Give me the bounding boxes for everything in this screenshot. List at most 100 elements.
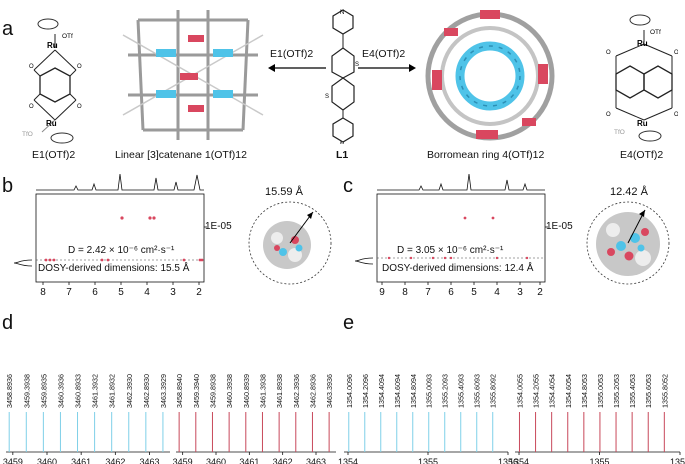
ru-atom-label: Ru	[637, 39, 648, 48]
peak-label: 1354.6094	[393, 374, 402, 408]
peak-label: 3459.3940	[192, 374, 201, 408]
peak-label: 3461.3932	[91, 374, 100, 408]
peak-label: 3460.3938	[225, 374, 234, 408]
peak-label: 3461.8932	[108, 374, 117, 408]
dosy-c-tick: 9	[379, 287, 385, 298]
axis-tick-label: 3460	[206, 457, 226, 464]
peak-label: 3461.8938	[275, 374, 284, 408]
dosy-b-tick: 8	[40, 287, 46, 298]
peak-label: 3460.8939	[242, 374, 251, 408]
dosy-c-diffusion: D = 3.05 × 10⁻⁶ cm²·s⁻¹	[397, 245, 504, 256]
peak-label: 3461.3938	[258, 374, 267, 408]
dosy-c-tick: 4	[494, 287, 500, 298]
axis-tick-label: 3459	[3, 457, 23, 464]
peak-label: 1354.2055	[532, 374, 541, 408]
axis-tick-label: 1355	[589, 457, 609, 464]
peak-label: 1354.6054	[564, 374, 573, 408]
e1-label: E1(OTf)2	[32, 149, 76, 161]
peak-label: 3462.3936	[292, 374, 301, 408]
reaction-arrows	[268, 64, 416, 72]
dosy-plot-b	[14, 173, 207, 285]
panel-label-b: b	[2, 175, 14, 197]
axis-tick-label: 3459	[173, 457, 193, 464]
e4-label: E4(OTf)2	[620, 149, 664, 161]
e4-complex-structure: Ru Ru OTf TfO O O O O	[606, 14, 678, 142]
peak-label: 1355.8052	[660, 374, 669, 408]
peak-label: 1354.2096	[361, 374, 370, 408]
peak-label: 3459.8938	[208, 374, 217, 408]
panel-label-c: c	[343, 175, 353, 197]
peak-label: 1355.2093	[441, 374, 450, 408]
ru-atom-label: Ru	[46, 119, 57, 128]
panel-label-a: a	[2, 18, 14, 40]
peak-label: 1354.8094	[409, 374, 418, 408]
axis-tick-label: 3461	[71, 457, 91, 464]
oxygen-label: O	[606, 112, 611, 118]
dosy-b-y-label: 1E-05	[205, 221, 232, 232]
dosy-c-y-label: 1E-05	[546, 221, 573, 232]
axis-tick-label: 1356	[498, 457, 518, 464]
oxygen-label: O	[674, 50, 678, 56]
peak-label: 1354.4094	[377, 374, 386, 408]
oxygen-label: O	[29, 104, 34, 110]
peak-label: 1355.4053	[628, 374, 637, 408]
peak-label: 3458.8940	[175, 374, 184, 408]
axis-tick-label: 3462	[273, 457, 293, 464]
oxygen-label: O	[606, 50, 611, 56]
peak-label: 3460.3936	[56, 374, 65, 408]
panel-label-d: d	[2, 312, 14, 334]
oxygen-label: O	[29, 64, 34, 70]
dosy-b-tick: 2	[196, 287, 202, 298]
oxygen-label: O	[77, 104, 82, 110]
peak-label: 1355.0093	[425, 374, 434, 408]
peak-label: 1354.0055	[515, 374, 524, 408]
peak-label: 3459.8935	[39, 374, 48, 408]
axis-tick-label: 1356	[670, 457, 685, 464]
borromean-label: Borromean ring 4(OTf)12	[427, 149, 545, 161]
peak-label: 1355.0053	[596, 374, 605, 408]
peak-label: 3463.3929	[159, 374, 168, 408]
arrow-left-label: E1(OTf)2	[270, 48, 314, 60]
dosy-b-dimension-note: DOSY-derived dimensions: 15.5 Å	[38, 263, 190, 274]
dosy-c-dimension-note: DOSY-derived dimensions: 12.4 Å	[382, 263, 534, 274]
dosy-c-tick: 6	[448, 287, 454, 298]
e1-complex-structure: Ru Ru OTf TfO O O O O	[22, 18, 82, 144]
dosy-plot-c	[355, 173, 548, 285]
axis-tick-label: 1354	[338, 457, 358, 464]
peak-label: 3462.8930	[142, 374, 151, 408]
axis-tick-label: 1354	[509, 457, 529, 464]
dosy-b-sphere-model	[248, 201, 332, 285]
arrow-right-label: E4(OTf)2	[362, 48, 406, 60]
dosy-c-distance: 12.42 Å	[610, 186, 648, 198]
dosy-c-tick: 8	[402, 287, 408, 298]
dosy-c-tick: 3	[517, 287, 523, 298]
l1-label: L1	[336, 149, 349, 161]
dosy-c-tick: 7	[425, 287, 431, 298]
dosy-b-diffusion: D = 2.42 × 10⁻⁶ cm²·s⁻¹	[68, 245, 175, 256]
dosy-b-distance: 15.59 Å	[265, 186, 303, 198]
peak-label: 1355.2053	[612, 374, 621, 408]
otf-label: OTf	[650, 29, 661, 36]
peak-label: 1355.6093	[473, 374, 482, 408]
oxygen-label: O	[674, 112, 678, 118]
dosy-b-tick: 4	[144, 287, 150, 298]
ru-atom-label: Ru	[637, 119, 648, 128]
oxygen-label: O	[77, 64, 82, 70]
otf-label: OTf	[62, 33, 73, 40]
tfo-label: TfO	[22, 131, 33, 138]
dosy-c-tick: 5	[471, 287, 477, 298]
catenane-model	[122, 10, 264, 140]
dosy-b-tick: 6	[92, 287, 98, 298]
peak-label: 3458.8936	[5, 374, 14, 408]
peak-label: 1354.4054	[548, 374, 557, 408]
panel-label-e: e	[343, 312, 355, 334]
borromean-ring-model	[425, 10, 555, 141]
sulfur-label: S	[355, 62, 359, 68]
peak-label: 1355.4093	[457, 374, 466, 408]
ru-atom-label: Ru	[47, 41, 58, 50]
peak-label: 3463.3936	[325, 374, 334, 408]
tfo-label: TfO	[614, 129, 625, 136]
axis-tick-label: 3462	[105, 457, 125, 464]
axis-tick-label: 3461	[239, 457, 259, 464]
